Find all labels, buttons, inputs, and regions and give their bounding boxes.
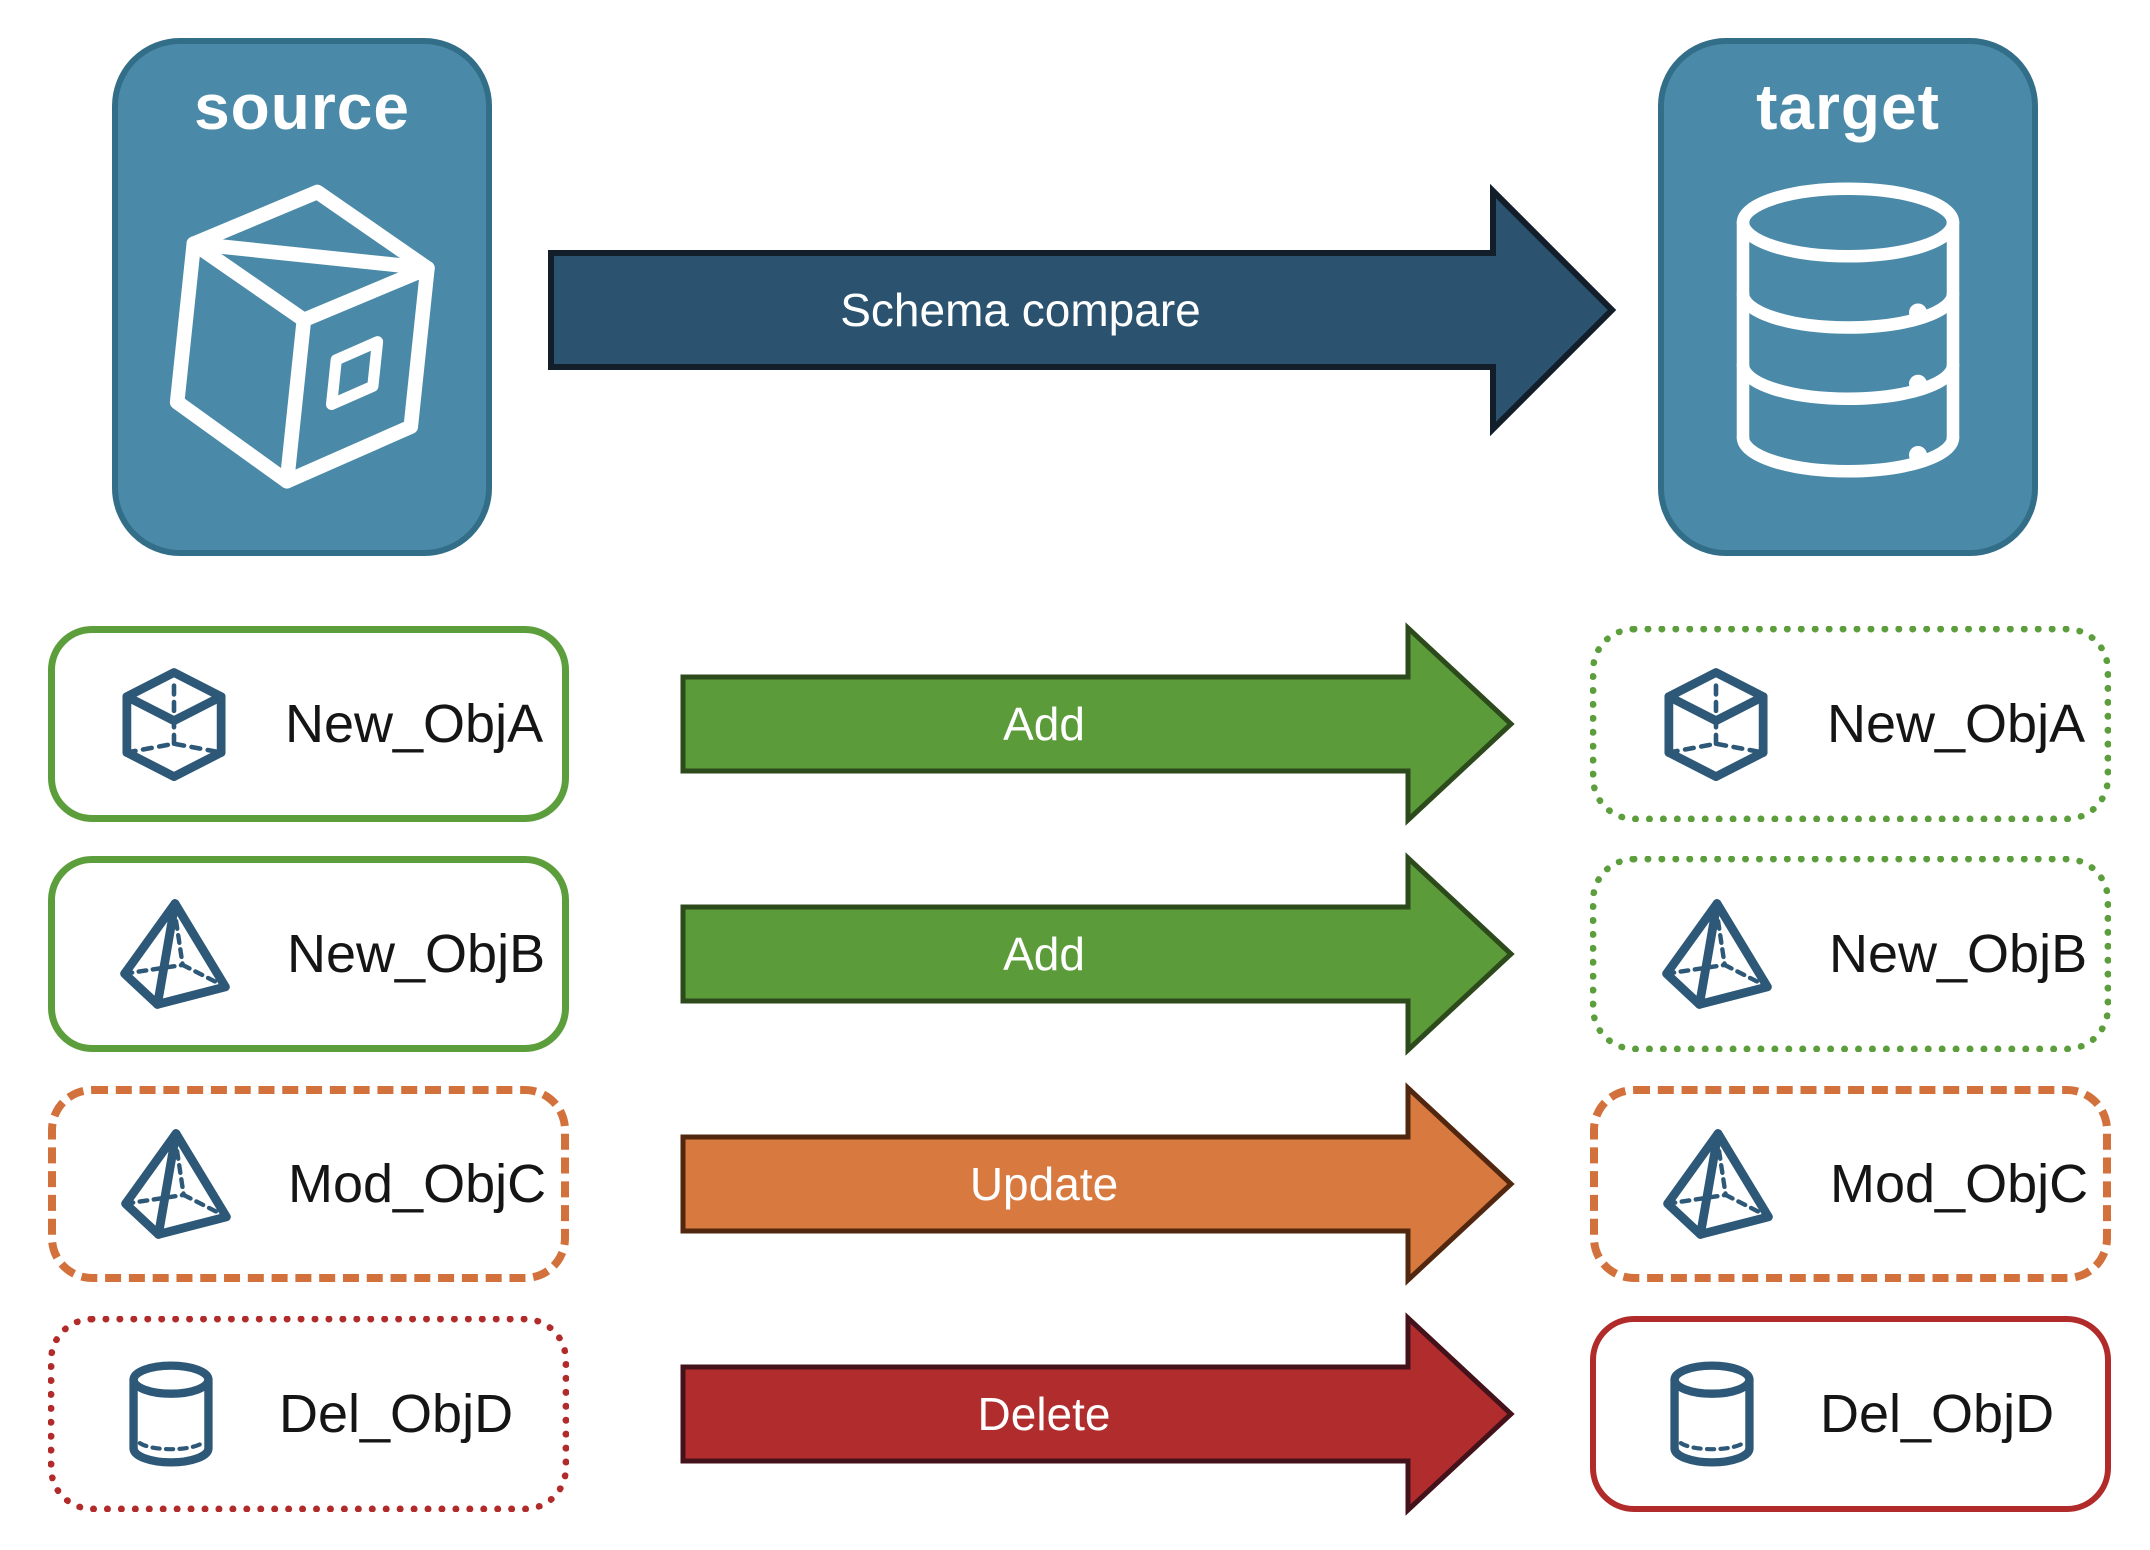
object-label: New_ObjA: [285, 694, 544, 754]
delete-arrow-row4: [680, 1312, 1515, 1516]
pyramid-icon: [120, 899, 230, 1009]
cube-icon: [122, 668, 226, 781]
add-arrow-row1: [680, 622, 1515, 826]
source-object-box-del-objd: Del_ObjD: [48, 1316, 569, 1512]
database-icon: [1736, 182, 1960, 478]
target-object-box-new-obja: New_ObjA: [1590, 626, 2111, 822]
pyramid-icon: [1662, 899, 1772, 1009]
source-object-box-new-obja: New_ObjA: [48, 626, 569, 822]
target-object-box-mod-objc: Mod_ObjC: [1590, 1086, 2111, 1282]
package-icon: [169, 184, 435, 489]
target-title: target: [1756, 71, 1940, 143]
cylinder-icon: [1670, 1361, 1754, 1467]
object-label: Del_ObjD: [1820, 1384, 2055, 1444]
source-object-box-mod-objc: Mod_ObjC: [48, 1086, 569, 1282]
pyramid-icon: [121, 1129, 231, 1239]
object-label: Mod_ObjC: [1830, 1154, 2089, 1214]
object-label: Mod_ObjC: [288, 1154, 547, 1214]
cube-icon: [1664, 668, 1768, 781]
cylinder-icon: [129, 1361, 213, 1467]
object-label: New_ObjB: [1829, 924, 2088, 984]
target-object-box-del-objd: Del_ObjD: [1590, 1316, 2111, 1512]
target-object-box-new-objb: New_ObjB: [1590, 856, 2111, 1052]
target-panel: target: [1658, 38, 2038, 556]
source-panel: source: [112, 38, 492, 556]
add-arrow-row2: [680, 852, 1515, 1056]
object-label: New_ObjA: [1827, 694, 2086, 754]
source-title: source: [194, 71, 410, 143]
source-object-box-new-objb: New_ObjB: [48, 856, 569, 1052]
object-label: Del_ObjD: [279, 1384, 514, 1444]
update-arrow-row3: [680, 1082, 1515, 1286]
pyramid-icon: [1663, 1129, 1773, 1239]
schema-compare-arrow: [548, 183, 1617, 437]
object-label: New_ObjB: [287, 924, 546, 984]
